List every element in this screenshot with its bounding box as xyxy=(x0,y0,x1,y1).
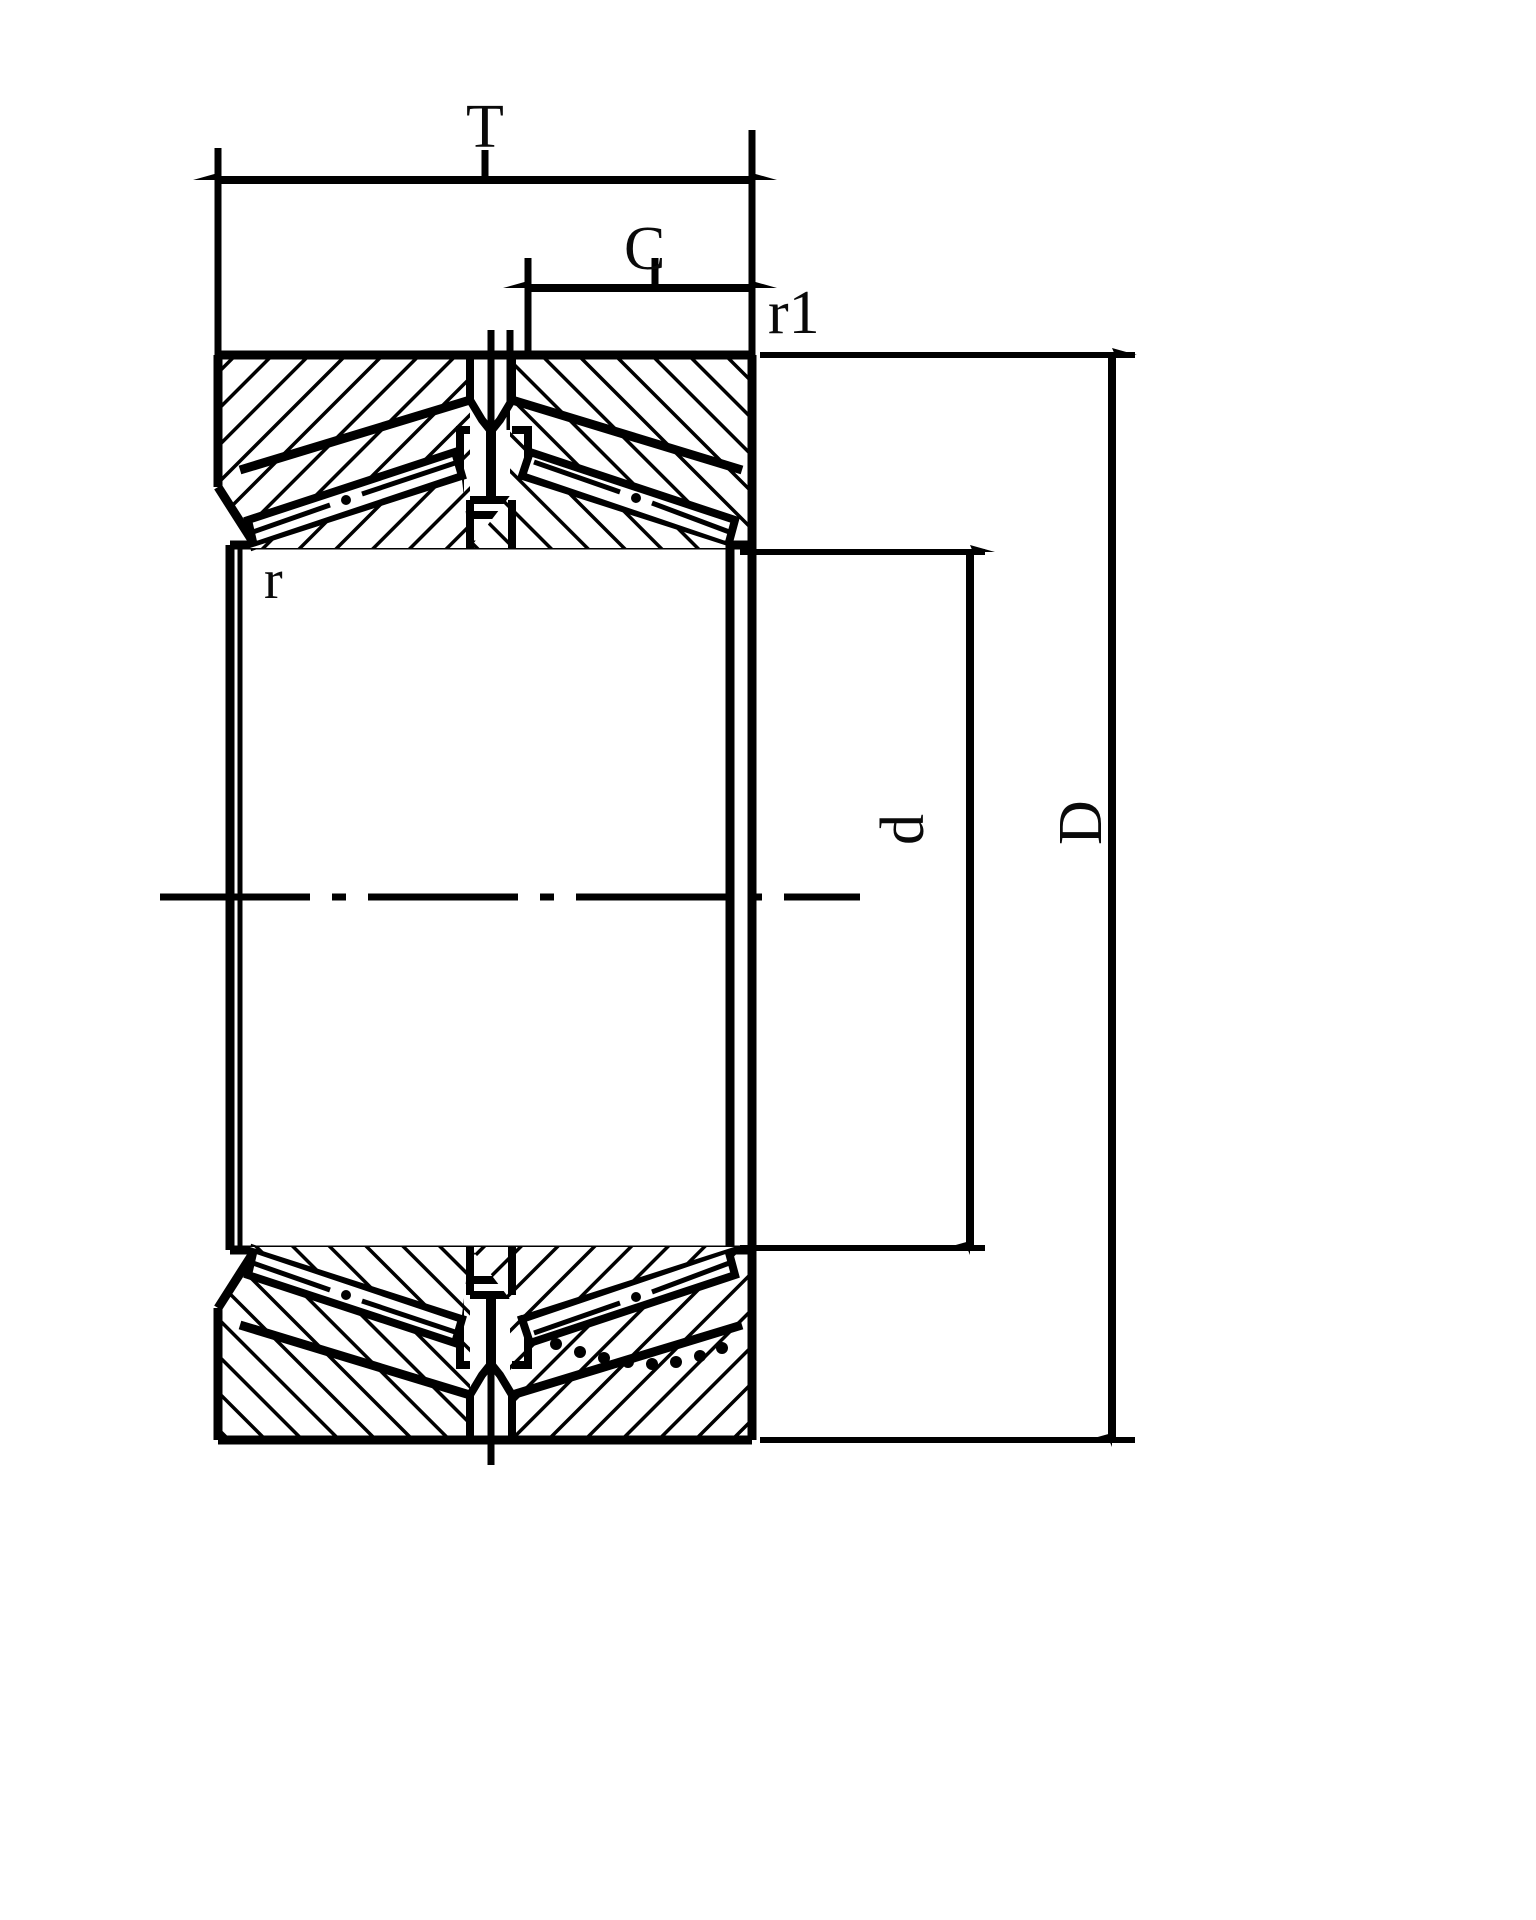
dimension-D xyxy=(760,348,1137,1447)
roller-top-left xyxy=(243,446,467,552)
dimension-label-r: r xyxy=(264,549,283,611)
dimension-d xyxy=(740,545,995,1255)
roller-bottom-left xyxy=(243,1243,467,1349)
dimension-T xyxy=(193,130,777,370)
outer-ring-bottom xyxy=(213,1243,757,1465)
roller-bead-row xyxy=(550,1338,728,1370)
roller-bottom-right xyxy=(516,1243,740,1349)
dimension-label-T: T xyxy=(466,93,504,161)
dimension-label-r1: r1 xyxy=(768,279,820,347)
dimension-label-D: D xyxy=(1047,800,1115,845)
outer-ring-top xyxy=(213,330,757,552)
dimension-label-C: C xyxy=(624,215,666,283)
dimension-label-d: d xyxy=(869,814,937,845)
